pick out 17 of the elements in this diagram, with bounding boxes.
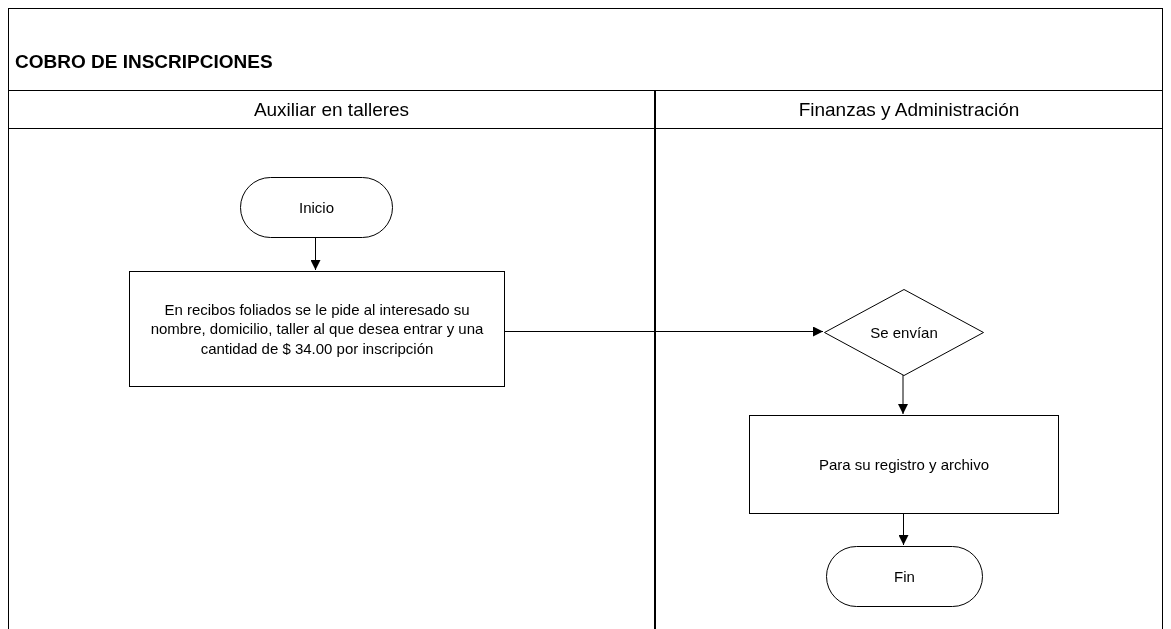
arrow bbox=[310, 236, 321, 271]
process-label: Para su registro y archivo bbox=[818, 454, 990, 475]
lane-title: Auxiliar en talleres bbox=[253, 98, 410, 121]
lane-title: Finanzas y Administración bbox=[798, 98, 1020, 121]
arrow bbox=[503, 326, 824, 337]
decision-diamond bbox=[824, 289, 984, 376]
diagram-title: COBRO DE INSCRIPCIONES bbox=[15, 51, 273, 73]
terminator-label: Inicio bbox=[299, 197, 334, 218]
terminator-label: Fin bbox=[894, 566, 915, 587]
arrow bbox=[898, 374, 908, 415]
arrow bbox=[898, 512, 909, 546]
swimlane bbox=[8, 90, 655, 629]
swimlane bbox=[655, 90, 1163, 629]
decision-label: Se envían bbox=[870, 322, 938, 343]
process-box bbox=[129, 271, 505, 387]
process-box bbox=[749, 415, 1059, 514]
process-label: En recibos foliados se le pide al interesado su nombre, domicilio, taller al que desea entrar y una cantidad de $ 34.00 por inscripción bbox=[149, 299, 485, 359]
